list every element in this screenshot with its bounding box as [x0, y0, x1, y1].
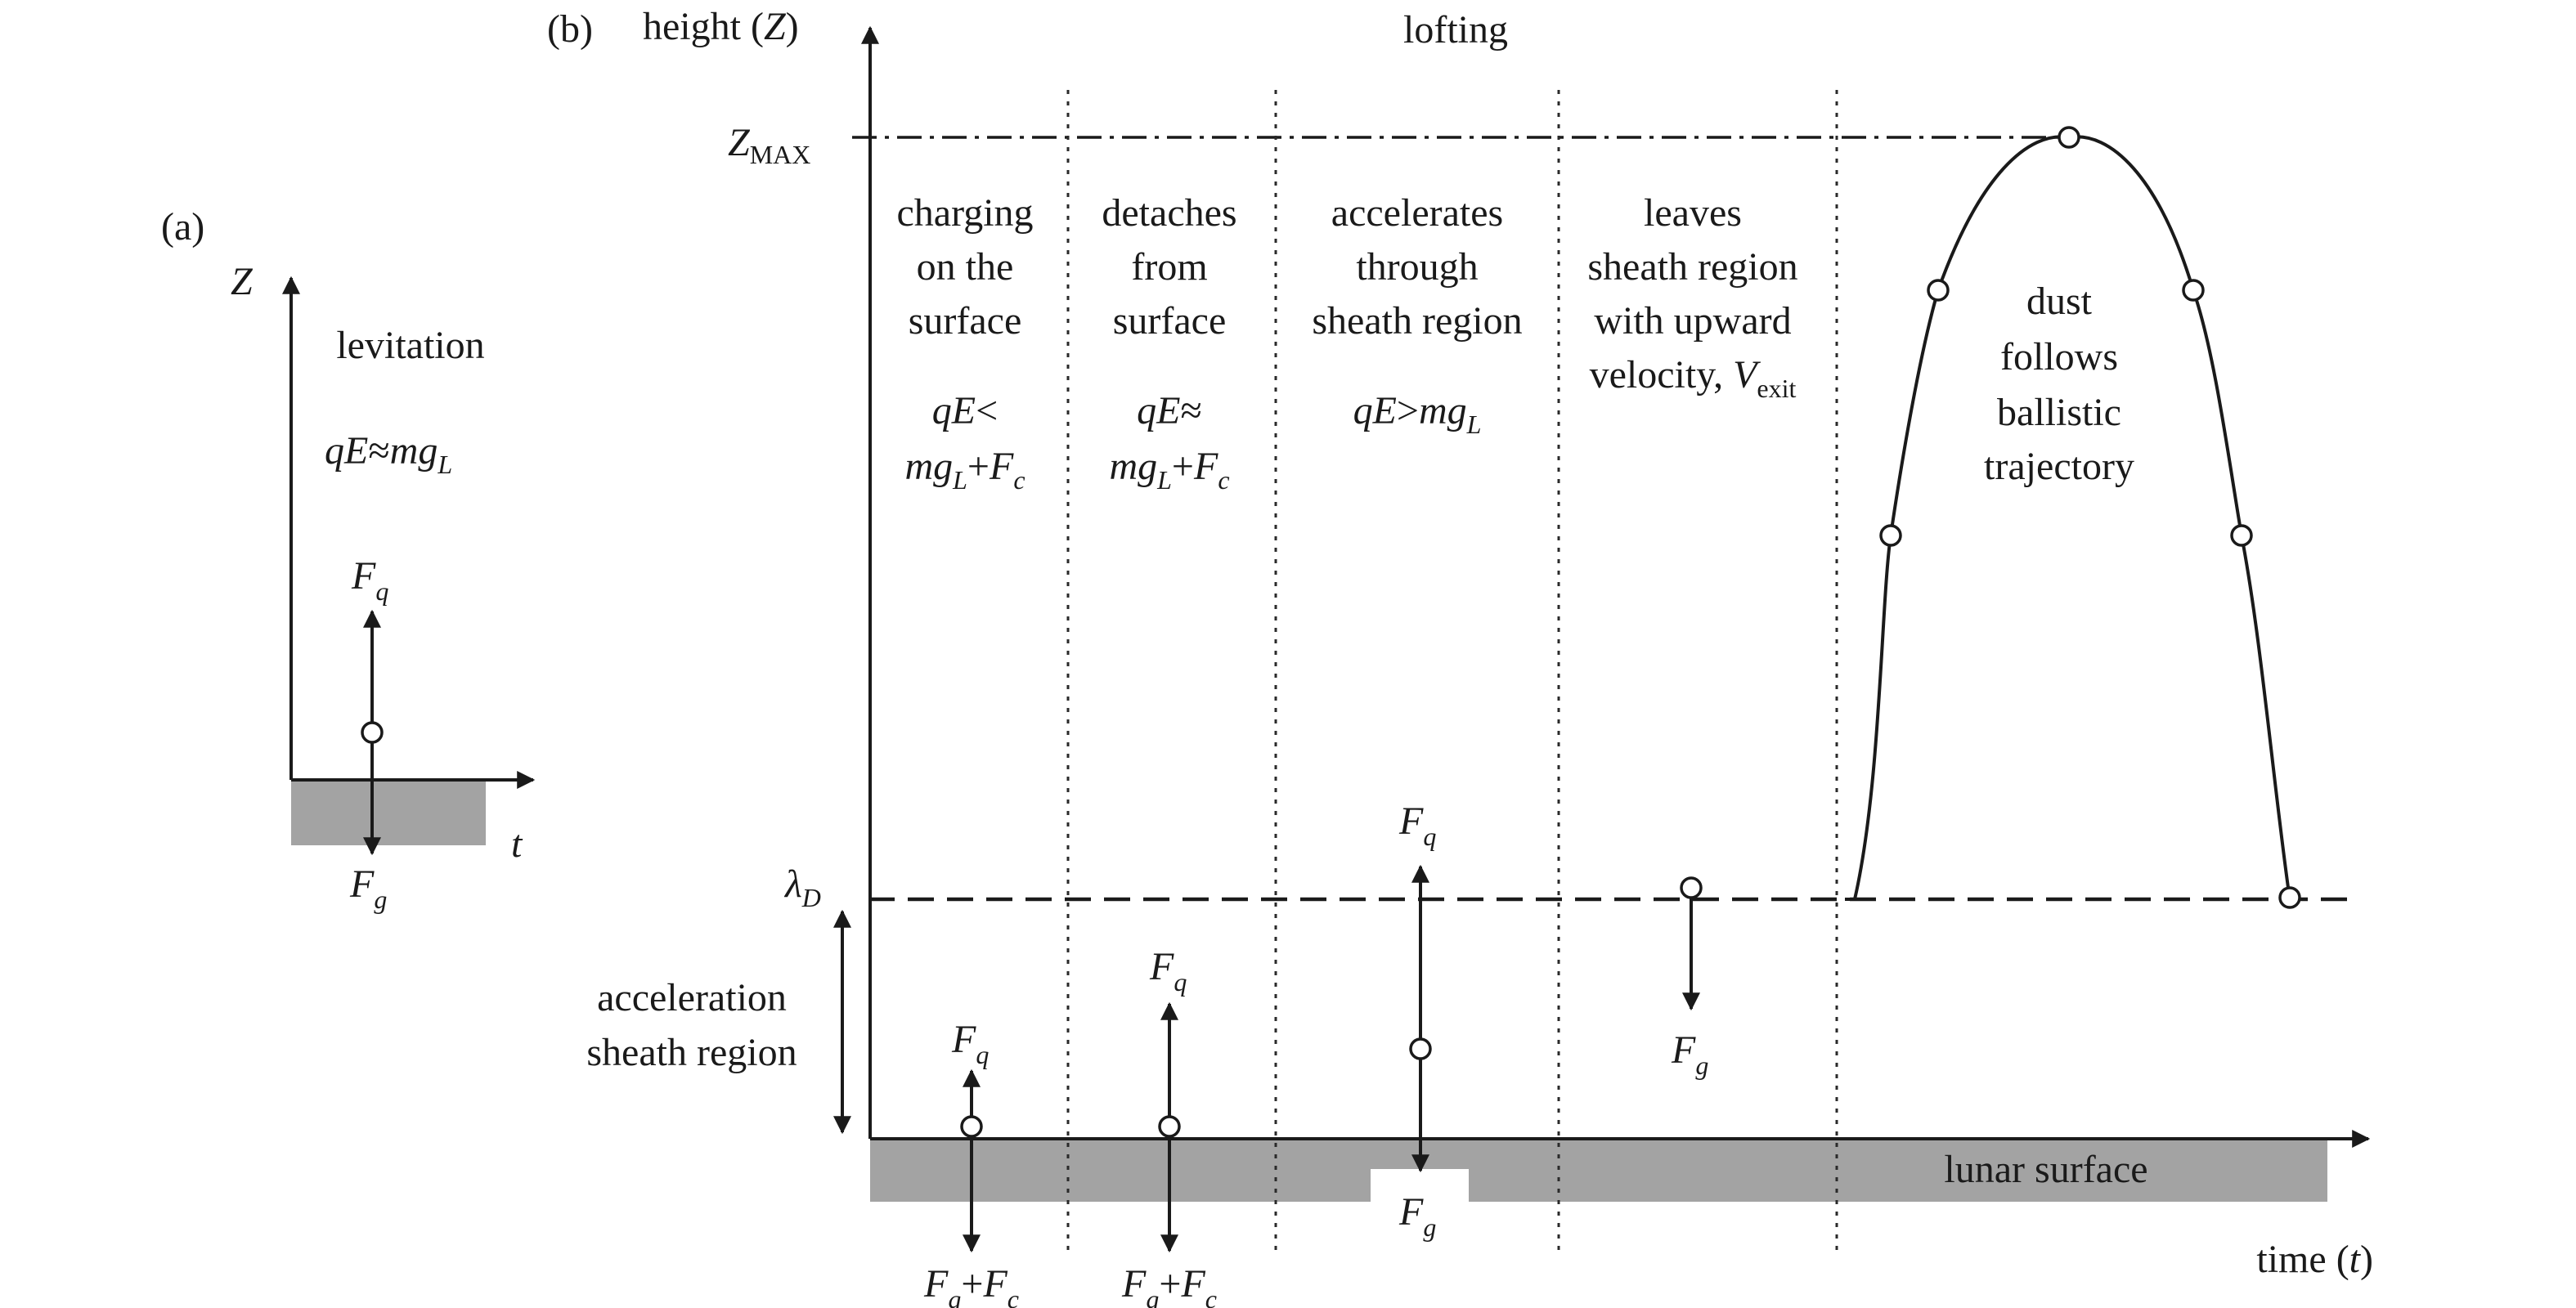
panel-a-ground [291, 780, 486, 845]
stage-1-text-line-3: surface [909, 299, 1022, 343]
stage-2-condition-line-1: qE≈ [1137, 389, 1202, 432]
stage-charging: charging on the surface qE< mgL+Fc Fq Fg… [896, 191, 1033, 1308]
stage-2-force-up-label: Fq [1149, 945, 1187, 997]
sheath-region-label-line-2: sheath region [586, 1031, 797, 1074]
panel-a-condition: qE≈mgL [325, 429, 452, 479]
trajectory-point-apex [2058, 126, 2080, 149]
stage-3-force-up-label: Fq [1398, 800, 1436, 851]
zmax-label: ZMAX [728, 121, 810, 169]
stage-5-text-line-1: dust [2026, 280, 2093, 323]
ballistic-trajectory-curve [1845, 135, 2291, 901]
stage-4-force-down-label: Fg [1671, 1028, 1708, 1080]
stage-2-dust-particle [1158, 1115, 1181, 1138]
panel-a-x-axis-label: t [511, 822, 523, 866]
stage-3-condition: qE>mgL [1353, 389, 1482, 439]
stage-1-condition-line-1: qE< [932, 389, 998, 432]
stage-5-text-line-2: follows [2000, 335, 2118, 379]
surface-gap [1371, 1169, 1469, 1205]
sheath-region-label-line-1: acceleration [597, 976, 787, 1019]
lunar-surface-label: lunar surface [1944, 1148, 2147, 1191]
stage-2-text-line-2: from [1131, 245, 1207, 289]
trajectory-point-2 [1927, 279, 1950, 302]
trajectory-point-landing [2278, 886, 2301, 909]
stage-3-text-line-3: sheath region [1312, 299, 1522, 343]
panel-a: (a) Z t levitation qE≈mgL Fq Fg [161, 205, 536, 914]
stage-ballistic: dust follows ballistic trajectory [1845, 126, 2301, 909]
stage-3-dust-particle [1409, 1037, 1432, 1060]
lunar-surface-ground [870, 1139, 2327, 1202]
panel-a-title: levitation [336, 324, 484, 367]
panel-a-force-down-label: Fg [349, 862, 387, 914]
stage-1-text-line-1: charging [896, 191, 1033, 235]
panel-b-title: lofting [1403, 8, 1508, 52]
panel-b-x-axis-label: time (t) [2256, 1238, 2373, 1281]
stage-4-velocity: velocity, Vexit [1590, 353, 1797, 403]
stage-1-force-down-label: Fg+Fc [923, 1262, 1019, 1308]
stage-1-force-up-label: Fq [951, 1018, 989, 1069]
panel-b-tag: (b) [547, 7, 593, 51]
panel-a-y-axis-label: Z [231, 260, 254, 303]
stage-2-text-line-3: surface [1113, 299, 1227, 343]
stage-1-text-line-2: on the [917, 245, 1014, 289]
stage-2-text-line-1: detaches [1102, 191, 1236, 235]
stage-4-dust-particle [1680, 876, 1703, 899]
stage-detaches: detaches from surface qE≈ mgL+Fc Fq Fg+F… [1102, 191, 1236, 1308]
stage-4-text-line-1: leaves [1644, 191, 1742, 235]
stage-3-force-down-label: Fg [1398, 1190, 1436, 1242]
stage-2-force-down-label: Fg+Fc [1121, 1262, 1217, 1308]
stage-leaves-sheath: leaves sheath region with upward velocit… [1587, 191, 1797, 1080]
panel-b: (b) height (Z) lofting lunar surface tim… [547, 5, 2373, 1308]
stage-1-dust-particle [960, 1115, 983, 1138]
trajectory-point-4 [2230, 524, 2253, 547]
stage-4-text-line-2: sheath region [1587, 245, 1797, 289]
panel-a-force-up-label: Fq [351, 554, 388, 606]
panel-b-y-axis-label: height (Z) [643, 5, 799, 48]
stage-3-text-line-1: accelerates [1331, 191, 1503, 235]
panel-a-dust-particle [361, 721, 384, 744]
trajectory-point-3 [2182, 279, 2205, 302]
stage-4-text-line-3: with upward [1594, 299, 1791, 343]
lambda-d-label: λD [783, 862, 821, 912]
stage-2-condition-line-2: mgL+Fc [1109, 445, 1229, 495]
trajectory-point-1 [1879, 524, 1902, 547]
panel-a-tag: (a) [161, 205, 204, 249]
stage-1-condition-line-2: mgL+Fc [904, 445, 1025, 495]
stage-5-text-line-3: ballistic [1997, 391, 2121, 434]
stage-5-text-line-4: trajectory [1984, 445, 2134, 488]
stage-3-text-line-2: through [1356, 245, 1478, 289]
stage-accelerates: accelerates through sheath region qE>mgL… [1312, 191, 1522, 1242]
